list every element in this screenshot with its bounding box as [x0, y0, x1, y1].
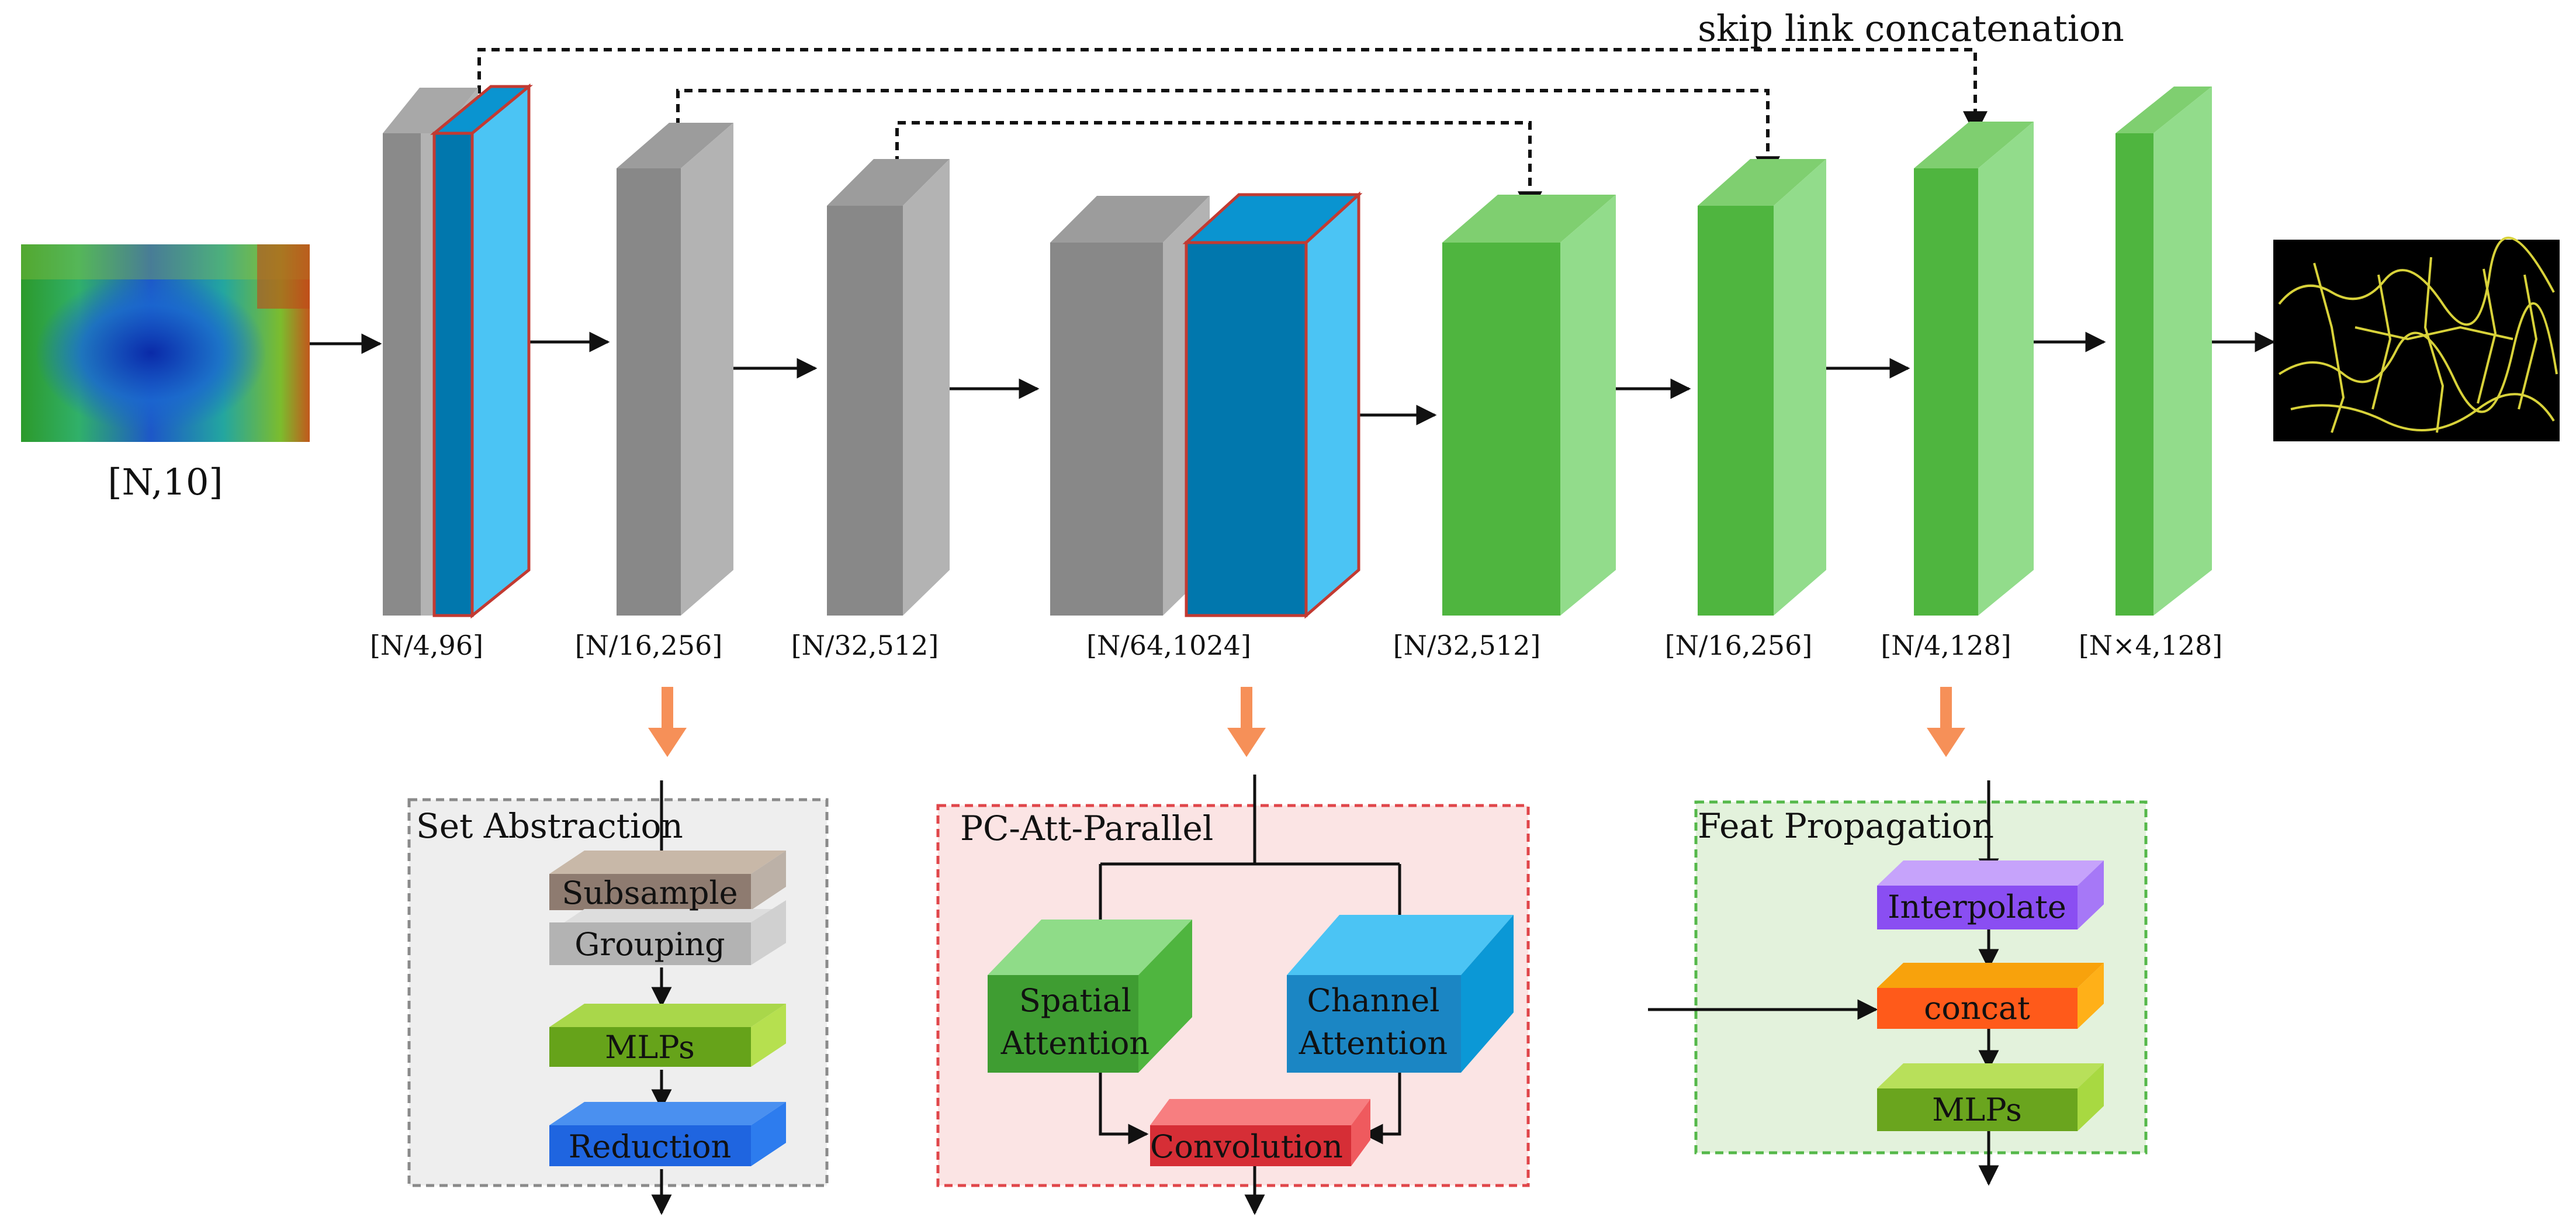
- skip-link-label: skip link concatenation: [1698, 7, 2124, 50]
- concat-label: concat: [1924, 990, 2030, 1026]
- pc-att-parallel-title: PC-Att-Parallel: [960, 808, 1213, 848]
- skip-link-l2-l6: [676, 89, 1780, 181]
- spatial-attention-label-1: Spatial: [1019, 982, 1131, 1019]
- channel-attention-label-1: Channel: [1307, 982, 1439, 1019]
- layer-2-block: [617, 123, 733, 616]
- layer-5-block: [1442, 195, 1616, 616]
- layer-6-label: [N/16,256]: [1665, 630, 1813, 661]
- layer-6-block: [1698, 159, 1826, 616]
- layer-7-block: [1914, 122, 2034, 616]
- feat-propagation-panel: [1648, 780, 2148, 1186]
- spatial-attention-label-2: Attention: [1000, 1025, 1149, 1062]
- orange-arrow-set-abstraction: [648, 687, 687, 757]
- channel-attention-block: [1287, 915, 1514, 1073]
- output-segmentation: [2273, 236, 2560, 441]
- layer-4-block: [1050, 191, 1363, 619]
- layer-7-label: [N/4,128]: [1881, 630, 2011, 661]
- skip-link-l3-l5: [895, 121, 1542, 216]
- pc-att-parallel-panel: [936, 775, 1530, 1215]
- fp-mlps-label: MLPs: [1932, 1091, 2022, 1128]
- skip-links: [477, 48, 1988, 216]
- convolution-label: Convolution: [1150, 1128, 1343, 1165]
- input-label: [N,10]: [108, 461, 223, 503]
- concat-block: [1877, 963, 2104, 1029]
- set-abstraction-panel: [407, 780, 829, 1215]
- spatial-attention-block: [988, 920, 1192, 1073]
- layer-8-block: [2115, 87, 2212, 616]
- feat-propagation-title: Feat Propagation: [1698, 806, 1994, 846]
- subsample-label: Subsample: [562, 875, 738, 911]
- layer-1-label: [N/4,96]: [370, 630, 483, 661]
- layer-3-block: [827, 159, 950, 616]
- layer-1-block: [383, 83, 533, 619]
- sa-mlps-block: [549, 1004, 786, 1067]
- interpolate-label: Interpolate: [1888, 889, 2066, 925]
- reduction-label: Reduction: [569, 1128, 731, 1165]
- fp-mlps-block: [1877, 1063, 2104, 1131]
- convolution-block: [1150, 1099, 1370, 1166]
- layer-4-label: [N/64,1024]: [1086, 630, 1251, 661]
- interpolate-block: [1877, 860, 2104, 929]
- layer-8-label: [N×4,128]: [2079, 630, 2222, 661]
- grouping-label: Grouping: [574, 926, 725, 963]
- input-heatmap: [21, 244, 310, 442]
- grouping-block: [549, 900, 786, 965]
- orange-arrow-feat-prop: [1927, 687, 1965, 757]
- orange-arrow-pc-att: [1227, 687, 1266, 757]
- set-abstraction-title: Set Abstraction: [416, 806, 683, 846]
- subsample-block: [549, 851, 786, 910]
- layer-5-label: [N/32,512]: [1393, 630, 1541, 661]
- layer-2-label: [N/16,256]: [575, 630, 723, 661]
- reduction-block: [549, 1102, 786, 1166]
- layer-3-label: [N/32,512]: [791, 630, 939, 661]
- skip-link-l1-l7: [477, 48, 1988, 136]
- channel-attention-label-2: Attention: [1299, 1025, 1448, 1062]
- sa-mlps-label: MLPs: [605, 1029, 695, 1066]
